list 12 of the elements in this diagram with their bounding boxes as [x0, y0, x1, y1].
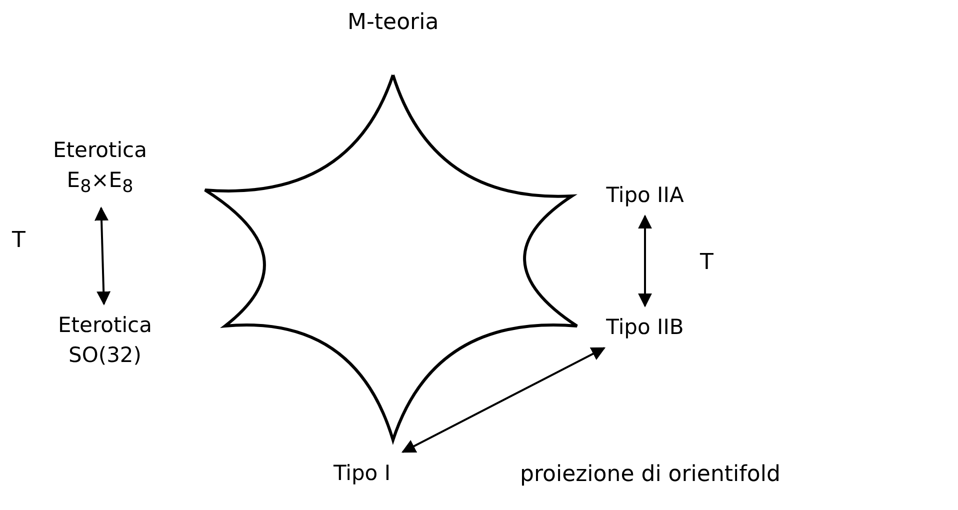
theory-label: M-teoria — [348, 10, 439, 35]
edge-label: proiezione di orientifold — [520, 462, 780, 487]
double-arrow — [638, 214, 652, 308]
double-arrow — [401, 347, 606, 453]
theory-label: Tipo IIA — [580, 180, 710, 210]
double-arrow — [94, 206, 111, 306]
theory-label: Tipo I — [312, 458, 412, 488]
theory-label: Tipo IIB — [580, 312, 710, 342]
edge-label: T — [700, 250, 714, 275]
edge-label: T — [12, 228, 26, 253]
theory-label: Eterotica SO(32) — [20, 310, 190, 370]
theory-label: Eterotica E$_{8}$×E$_{8}$ — [30, 135, 170, 202]
